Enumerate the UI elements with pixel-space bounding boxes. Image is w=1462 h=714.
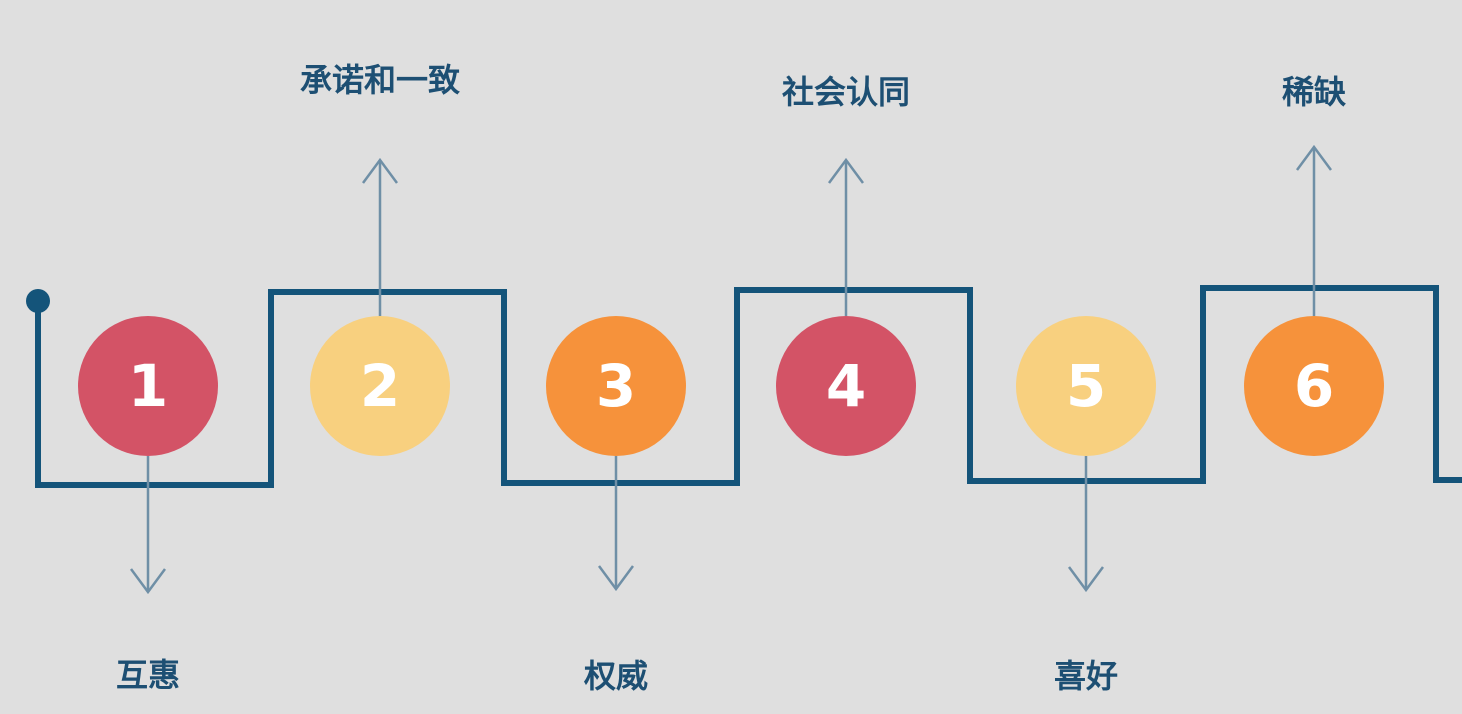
step-circle-3: 3 bbox=[546, 316, 686, 456]
step-label: 社会认同 bbox=[782, 73, 910, 111]
step-circle-6: 6 bbox=[1244, 316, 1384, 456]
arrow-down bbox=[1067, 456, 1105, 593]
step-label: 权威 bbox=[583, 657, 648, 695]
step-number: 3 bbox=[596, 352, 636, 420]
step-circle-1: 1 bbox=[78, 316, 218, 456]
step-number: 6 bbox=[1294, 352, 1334, 420]
step-circle-4: 4 bbox=[776, 316, 916, 456]
step-label: 喜好 bbox=[1054, 657, 1118, 695]
step-number: 4 bbox=[826, 352, 866, 420]
arrow-up bbox=[827, 157, 865, 316]
arrow-up bbox=[361, 157, 399, 318]
arrow-up bbox=[1295, 144, 1333, 316]
step-label: 承诺和一致 bbox=[300, 61, 460, 99]
step-number: 1 bbox=[128, 352, 168, 420]
step-number: 5 bbox=[1066, 352, 1106, 420]
arrows bbox=[129, 144, 1333, 595]
step-number: 2 bbox=[360, 352, 400, 420]
step-line bbox=[35, 285, 1462, 488]
step-label: 互惠 bbox=[116, 656, 180, 694]
step-circle-5: 5 bbox=[1016, 316, 1156, 456]
arrow-down bbox=[597, 456, 635, 592]
step-circles: 1 2 3 4 5 6 bbox=[78, 316, 1384, 456]
arrow-down bbox=[129, 456, 167, 595]
step-label: 稀缺 bbox=[1282, 73, 1346, 111]
start-dot bbox=[26, 289, 50, 313]
step-circle-2: 2 bbox=[310, 316, 450, 456]
